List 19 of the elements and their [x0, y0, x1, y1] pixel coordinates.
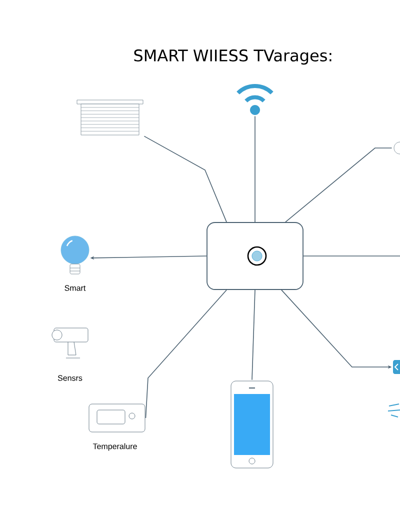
connector-line: [144, 136, 227, 222]
camera-drawing: [52, 328, 88, 358]
light-bulb-drawing: [60, 236, 90, 274]
window-blind-drawing: [76, 100, 144, 136]
fan-drawing: [388, 404, 400, 418]
connector-line: [254, 116, 256, 222]
title: SMART WIIESS TVarages:: [134, 49, 332, 65]
device-caption: Smart: [64, 285, 86, 291]
device-caption: Temperalure: [92, 443, 137, 451]
hub-box: [206, 222, 304, 290]
wifi-icon: [236, 84, 274, 115]
connector-line: [252, 290, 256, 380]
device-drawing: [394, 142, 400, 154]
phone-drawing: [230, 380, 274, 468]
thermostat-drawing: [88, 404, 146, 432]
device-caption: Sensrs: [58, 375, 82, 381]
connector-line: [145, 290, 227, 418]
device-drawing: [393, 360, 400, 374]
connector-line: [285, 148, 392, 222]
